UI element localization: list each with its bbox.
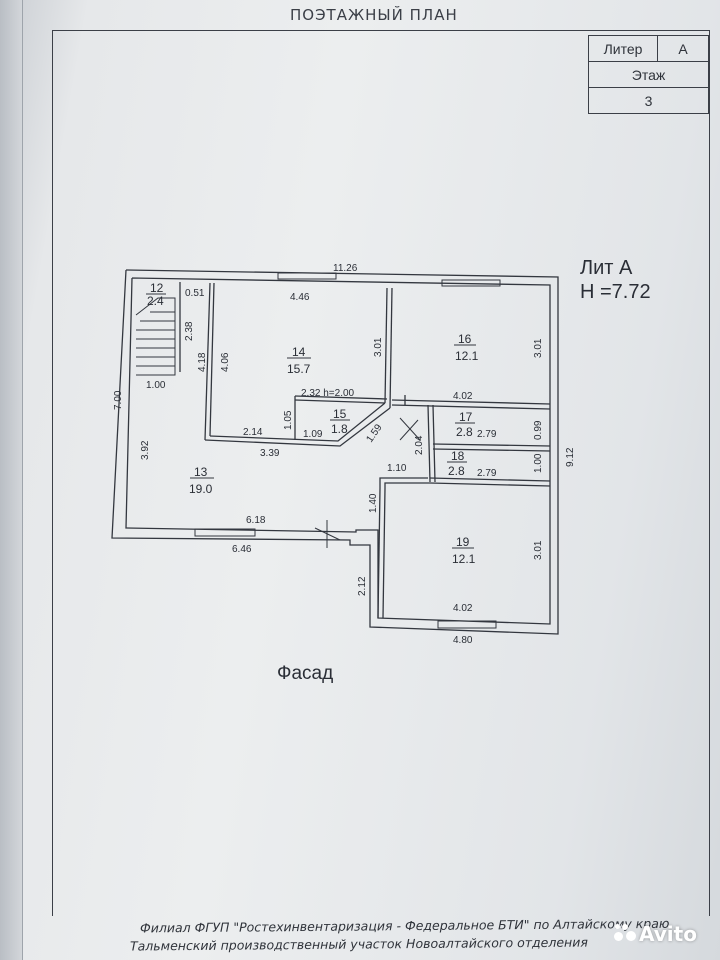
room-15-area: 1.8 xyxy=(331,422,348,436)
liter-text: Лит А xyxy=(580,257,633,279)
dim-hall-140: 1.40 xyxy=(368,493,379,513)
room-13-number: 13 xyxy=(194,465,208,479)
dim-room16-right: 3.01 xyxy=(533,338,544,358)
room-19-area: 12.1 xyxy=(452,552,476,566)
dim-room14-bottom-a: 2.14 xyxy=(243,427,263,438)
title-block: Литер А Этаж 3 xyxy=(588,35,709,114)
room-12-area: 2.4 xyxy=(147,294,164,308)
dim-top-total: 11.26 xyxy=(333,263,358,274)
room-16-area: 12.1 xyxy=(455,349,479,363)
dim-room17-height: 0.99 xyxy=(533,420,544,440)
liter-value: А xyxy=(657,35,709,62)
avito-watermark: Avito xyxy=(614,922,697,946)
dim-right-total: 9.12 xyxy=(565,447,576,467)
dim-room14-bottom-b: 3.39 xyxy=(260,448,280,459)
dim-stair-bottom: 1.00 xyxy=(146,380,166,391)
room-14-area: 15.7 xyxy=(287,362,311,376)
dim-room18-height: 1.00 xyxy=(533,453,544,473)
dim-hall-204: 2.04 xyxy=(414,435,425,455)
room-13-area: 19.0 xyxy=(189,482,213,496)
room-18-area: 2.8 xyxy=(448,464,465,478)
room-12-number: 12 xyxy=(150,281,164,295)
dim-room14-right: 3.01 xyxy=(373,337,384,357)
dim-room14-width: 4.46 xyxy=(290,292,310,303)
room-19-number: 19 xyxy=(456,535,470,549)
dim-hall-110: 1.10 xyxy=(387,463,407,474)
room-14-number: 14 xyxy=(292,345,306,359)
dim-room15-bottom: 1.09 xyxy=(303,429,323,440)
drawing-frame xyxy=(52,30,710,916)
dim-room18-width: 2.79 xyxy=(477,468,497,479)
dim-room19-right: 3.01 xyxy=(533,540,544,560)
dim-room16-bottom: 4.02 xyxy=(453,391,473,402)
avito-text: Avito xyxy=(639,922,697,946)
plan-liter-label: Лит А Н =7.72 xyxy=(580,256,651,304)
room-18-number: 18 xyxy=(451,449,465,463)
dim-room17-width: 2.79 xyxy=(477,429,497,440)
avito-logo-icon xyxy=(614,923,636,943)
dim-room13-left: 3.92 xyxy=(140,440,151,460)
dim-stair-height: 2.38 xyxy=(184,321,195,341)
room-17-area: 2.8 xyxy=(456,425,473,439)
page-title: ПОЭТАЖНЫЙ ПЛАН xyxy=(290,6,458,24)
facade-label: Фасад xyxy=(277,663,334,684)
dim-room15-left: 1.05 xyxy=(283,410,294,430)
dim-room19-bottom-out: 4.80 xyxy=(453,635,473,646)
room-17-number: 17 xyxy=(459,410,473,424)
dim-room13-bottom-out: 6.46 xyxy=(232,544,252,555)
previous-page-edge xyxy=(0,0,23,960)
floor-value: 3 xyxy=(588,87,709,114)
dim-wall-418: 4.18 xyxy=(197,352,208,372)
dim-room19-bottom-in: 4.02 xyxy=(453,603,473,614)
dim-left-total: 7.00 xyxy=(113,390,124,410)
dim-room13-bottom-in: 6.18 xyxy=(246,515,266,526)
outer-wall-outline xyxy=(111,269,559,635)
room-15-number: 15 xyxy=(333,407,347,421)
height-text: Н =7.72 xyxy=(580,281,651,303)
dim-ledge-212: 2.12 xyxy=(357,576,368,596)
dim-room15-top: 2.32 h=2.00 xyxy=(301,388,355,399)
dim-wall-406: 4.06 xyxy=(220,352,231,372)
room-16-number: 16 xyxy=(458,332,472,346)
dim-stair-top: 0.51 xyxy=(185,288,205,299)
